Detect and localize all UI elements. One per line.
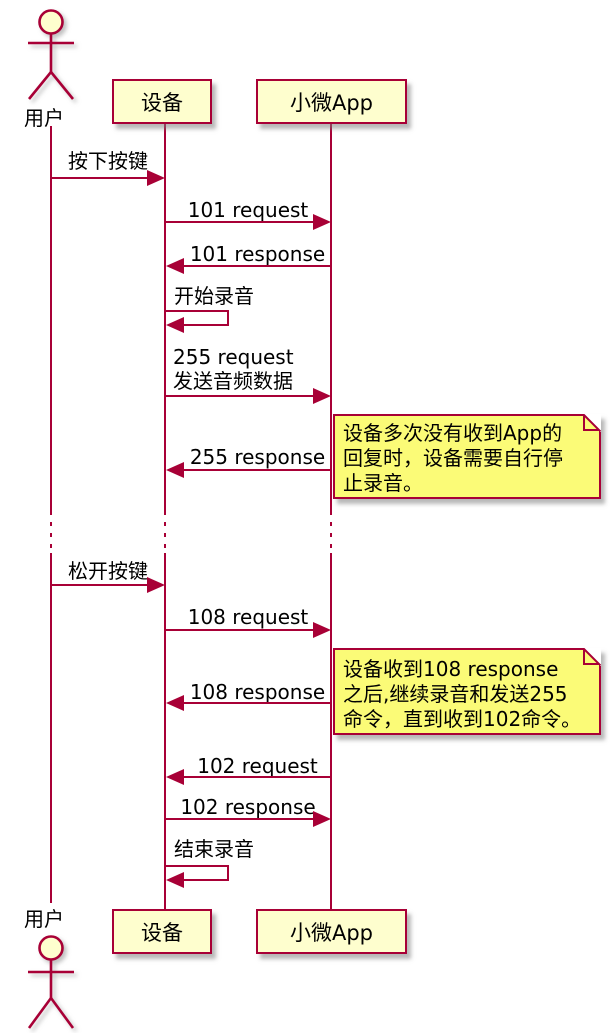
arrowhead-left (166, 695, 184, 711)
user-label-bottom: 用户 (24, 907, 64, 931)
participant-app-bottom: 小微App (256, 909, 407, 954)
self-loop-top (165, 865, 229, 867)
participant-device-top: 设备 (112, 79, 212, 124)
message-255-response: 255 response (189, 445, 326, 469)
app-lifeline (330, 553, 332, 909)
device-label-top: 设备 (141, 90, 183, 115)
arrowhead-right (147, 577, 165, 593)
app-lifeline (330, 124, 332, 511)
self-loop-bottom (182, 879, 229, 881)
user-label-top: 用户 (24, 106, 64, 130)
device-lifeline (164, 553, 166, 909)
note-fold-icon (583, 414, 601, 432)
note1-line2: 回复时，设备需要自行停 (343, 446, 563, 470)
arrowhead-left (166, 317, 184, 333)
arrow-line (51, 584, 151, 586)
self-loop-right (227, 865, 229, 881)
arrow-line (165, 818, 315, 820)
arrowhead-left (166, 872, 184, 888)
self-loop-top (165, 310, 229, 312)
message-stop-recording: 结束录音 (174, 837, 254, 861)
arrow-line (165, 395, 315, 397)
note2-line1: 设备收到108 response (343, 657, 559, 681)
message-108-request: 108 request (187, 605, 309, 629)
note-continue-recording: 设备收到108 response 之后,继续录音和发送255 命令，直到收到10… (333, 648, 601, 735)
arrowhead-left (166, 462, 184, 478)
arrowhead-right (147, 170, 165, 186)
arrow-line (165, 629, 315, 631)
message-release-button: 松开按键 (68, 559, 148, 583)
message-102-response: 102 response (180, 795, 316, 819)
message-101-request: 101 request (187, 198, 309, 222)
self-loop-bottom (182, 324, 229, 326)
arrowhead-right (313, 622, 331, 638)
message-255-request-line2: 发送音频数据 (173, 369, 293, 393)
note2-line2: 之后,继续录音和发送255 (343, 682, 568, 706)
arrowhead-right (313, 214, 331, 230)
user-lifeline (50, 553, 52, 903)
arrow-line (176, 469, 331, 471)
arrowhead-left (166, 769, 184, 785)
device-label-bottom: 设备 (141, 920, 183, 945)
self-loop-right (227, 310, 229, 326)
device-lifeline (164, 124, 166, 511)
app-label-top: 小微App (289, 90, 374, 115)
message-press-button: 按下按键 (68, 149, 148, 173)
arrowhead-right (313, 811, 331, 827)
app-label-bottom: 小微App (289, 920, 374, 945)
user-lifeline (50, 126, 52, 511)
user-actor-icon (27, 935, 75, 1029)
note1-line3: 止录音。 (343, 471, 423, 495)
arrowhead-right (313, 388, 331, 404)
message-101-response: 101 response (189, 242, 326, 266)
message-start-recording: 开始录音 (174, 284, 254, 308)
arrow-line (165, 221, 315, 223)
user-lifeline-delay (50, 511, 52, 553)
note-fold-icon (583, 648, 601, 666)
arrow-line (176, 265, 331, 267)
user-actor-icon (27, 9, 75, 100)
message-108-response: 108 response (189, 680, 326, 704)
participant-device-bottom: 设备 (112, 909, 212, 954)
participant-app-top: 小微App (256, 79, 407, 124)
note-stop-recording: 设备多次没有收到App的 回复时，设备需要自行停 止录音。 (333, 414, 601, 499)
message-255-request-line1: 255 request (173, 345, 294, 369)
message-102-request: 102 request (197, 754, 318, 778)
note1-line1: 设备多次没有收到App的 (343, 421, 563, 445)
device-lifeline-delay (164, 511, 166, 553)
arrow-line (51, 177, 151, 179)
arrowhead-left (166, 258, 184, 274)
note2-line3: 命令，直到收到102命令。 (343, 707, 582, 731)
arrow-line (176, 776, 331, 778)
arrow-line (176, 702, 331, 704)
app-lifeline-delay (330, 511, 332, 553)
